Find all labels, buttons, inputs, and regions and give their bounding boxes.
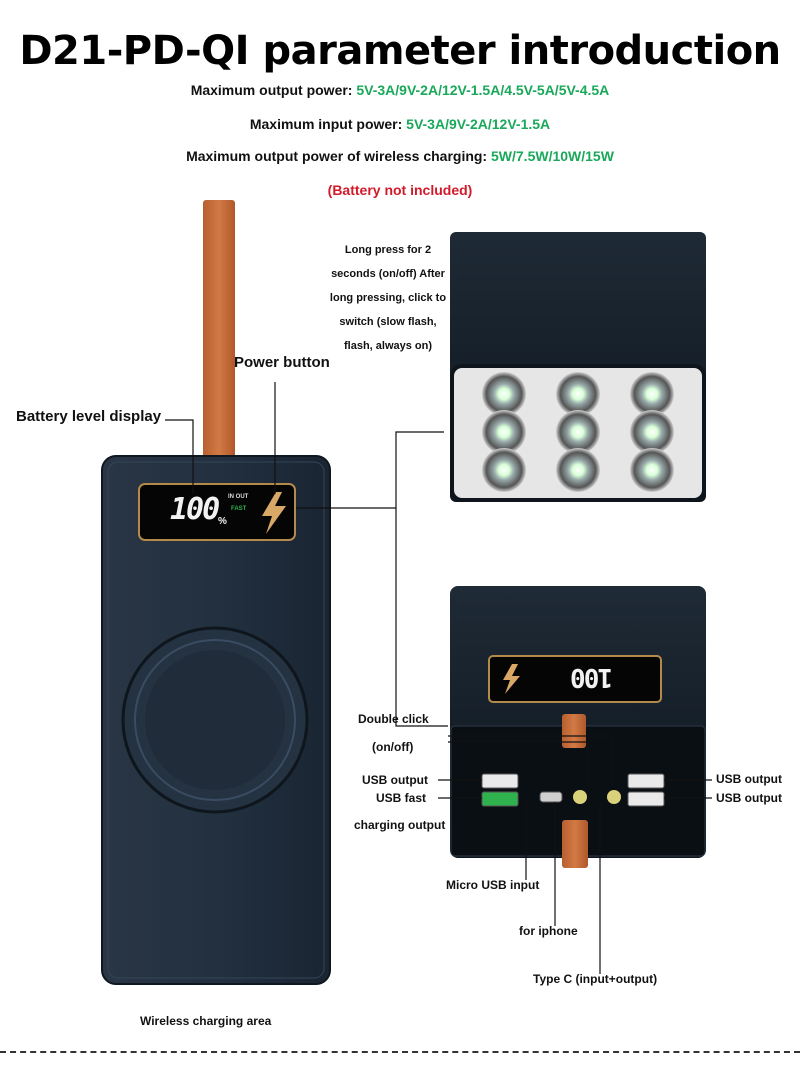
for-iphone-label: for iphone (519, 924, 578, 938)
callout-lines (165, 382, 712, 974)
led-lamp (556, 372, 600, 416)
spec-wireless-output: Maximum output power of wireless chargin… (0, 148, 800, 164)
usb-port-left-top (481, 773, 519, 789)
usb-port-right-top (627, 773, 665, 789)
spec-max-input: Maximum input power: 5V-3A/9V-2A/12V-1.5… (0, 116, 800, 132)
spec-max-output: Maximum output power: 5V-3A/9V-2A/12V-1.… (0, 82, 800, 98)
micro-usb-label: Micro USB input (446, 878, 540, 892)
led-lamp (630, 410, 674, 454)
usb-output-left-label: USB output (362, 773, 428, 787)
in-out-indicator: IN OUT (228, 494, 249, 500)
divider (0, 1051, 800, 1053)
charging-output-label: charging output (354, 818, 446, 832)
wireless-area-label: Wireless charging area (140, 1014, 272, 1028)
battery-display-panel (138, 483, 296, 541)
lightning-icon (262, 492, 286, 534)
percent-sign: % (218, 516, 227, 527)
spec-label: Maximum input power: (249, 116, 407, 132)
type-c-label: Type C (input+output) (533, 972, 658, 986)
led-lamp (556, 448, 600, 492)
usb-output-right-label-2: USB output (716, 791, 782, 805)
lanyard-strap (203, 200, 235, 462)
led-lamp (630, 372, 674, 416)
spec-value: 5W/7.5W/10W/15W (491, 148, 614, 164)
long-press-note: Long press for 2 seconds (on/off) After … (329, 244, 447, 352)
micro-usb-port (539, 791, 563, 803)
led-lamp (482, 410, 526, 454)
lanyard-strap (562, 714, 586, 748)
usb-port-left-fast (481, 791, 519, 807)
led-lamp (630, 448, 674, 492)
led-lamp (482, 448, 526, 492)
page-title: D21-PD-QI parameter introduction (19, 28, 781, 74)
led-lamp (482, 372, 526, 416)
double-click-button (573, 790, 587, 804)
bottom-battery-percent: 100 (572, 662, 613, 692)
spec-label: Maximum output power: (190, 82, 357, 98)
lightning-icon (503, 664, 520, 694)
type-c-button (607, 790, 621, 804)
led-lamp (482, 372, 674, 492)
battery-percent: 100 (170, 492, 220, 527)
on-off-label: (on/off) (372, 740, 414, 754)
lanyard-strap (562, 820, 588, 868)
battery-warning: (Battery not included) (327, 182, 473, 198)
battery-display-label: Battery level display (16, 408, 162, 425)
spec-label: Maximum output power of wireless chargin… (186, 148, 491, 164)
power-button-label: Power button (234, 354, 330, 371)
usb-output-right-label-1: USB output (716, 772, 782, 786)
spec-value: 5V-3A/9V-2A/12V-1.5A/4.5V-5A/5V-4.5A (356, 82, 610, 98)
led-array (468, 372, 690, 496)
usb-fast-label: USB fast (376, 791, 427, 805)
led-lamp (556, 410, 600, 454)
double-click-label: Double click (358, 712, 429, 726)
usb-port-right-bottom (627, 791, 665, 807)
bottom-display-panel (488, 655, 662, 703)
fast-indicator: FAST (231, 506, 247, 512)
spec-value: 5V-3A/9V-2A/12V-1.5A (406, 116, 551, 132)
